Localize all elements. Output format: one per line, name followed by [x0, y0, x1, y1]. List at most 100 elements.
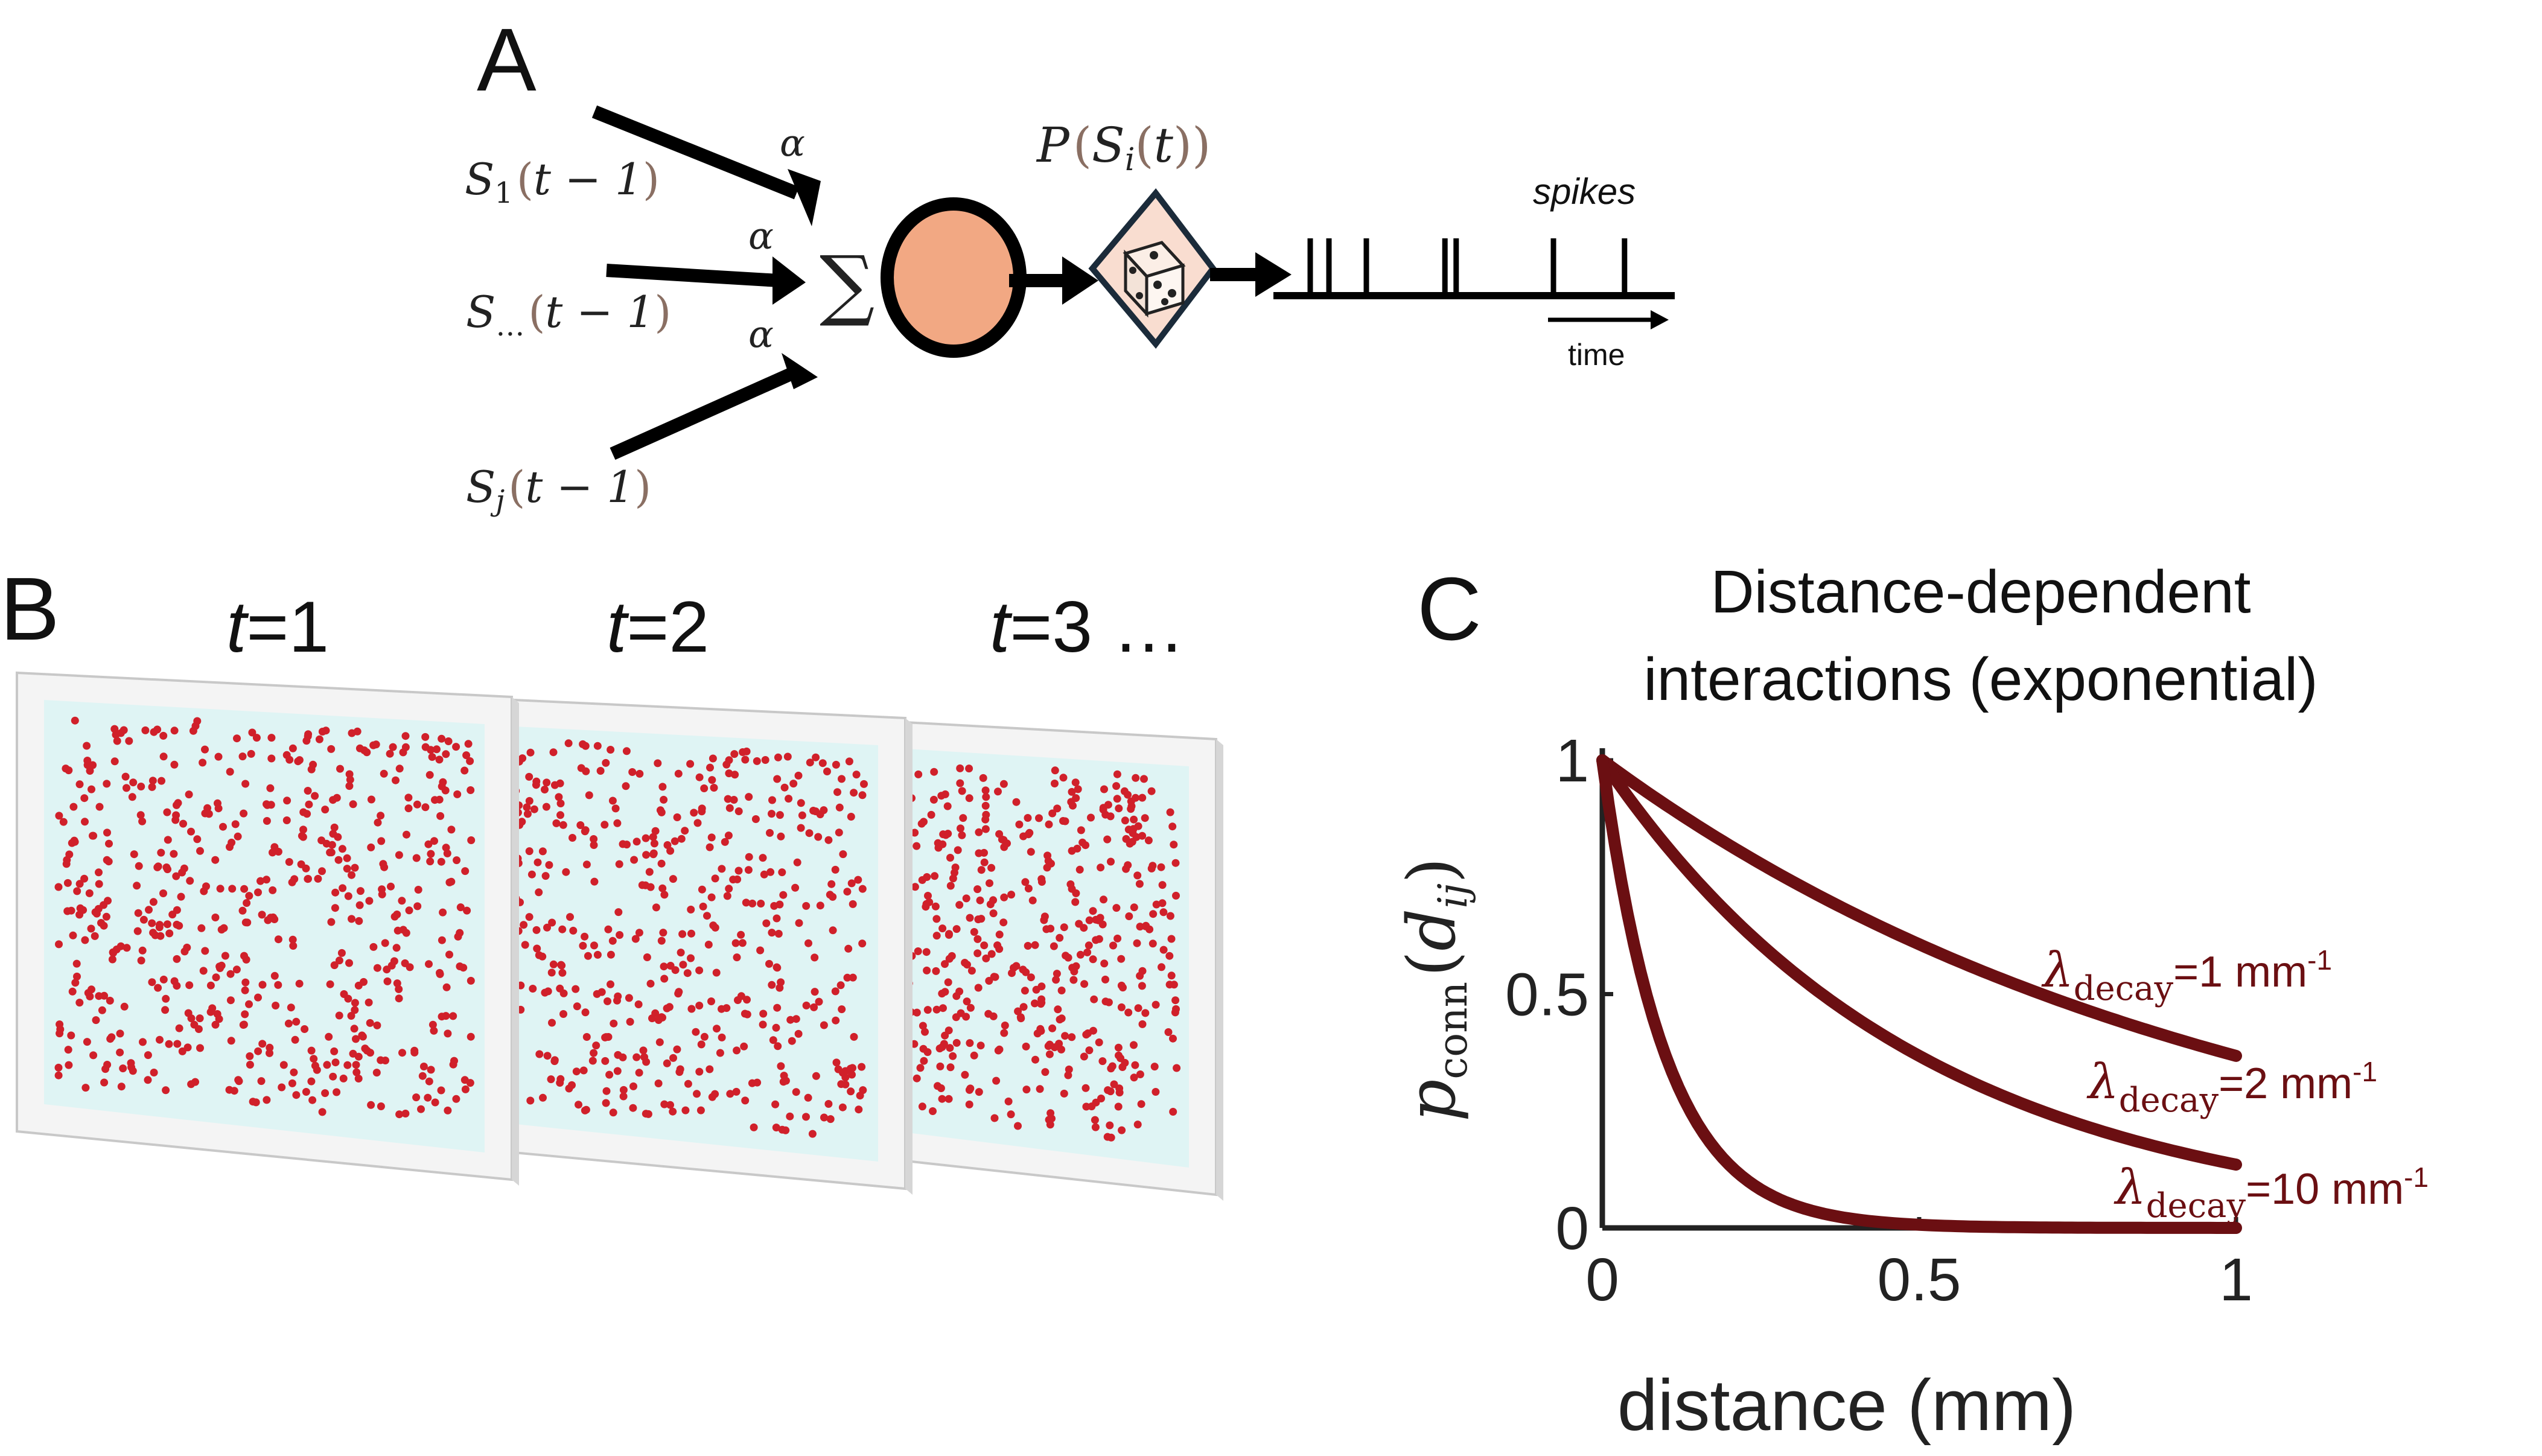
neuron-dot	[1024, 885, 1033, 892]
neuron-dot	[272, 1002, 280, 1009]
neuron-dot	[660, 974, 669, 983]
neuron-dot	[802, 1113, 810, 1121]
neuron-dot	[288, 935, 297, 944]
neuron-dot	[196, 847, 204, 855]
neuron-dot	[999, 918, 1008, 927]
neuron-dot	[677, 949, 685, 957]
neuron-dot	[986, 879, 993, 888]
arrowhead-to-spikes	[1255, 252, 1292, 297]
neuron-dot	[687, 905, 695, 914]
neuron-dot	[657, 1013, 666, 1022]
neuron-dot	[686, 760, 695, 768]
neuron-dot	[156, 1035, 164, 1044]
neuron-dot	[438, 734, 446, 743]
neuron-dot	[233, 734, 241, 743]
neuron-dot	[178, 868, 186, 877]
neuron-dot	[745, 793, 753, 801]
neuron-dot	[824, 836, 833, 844]
neuron-dot	[238, 752, 247, 761]
neuron-dot	[1112, 904, 1121, 912]
neuron-dot	[1045, 820, 1053, 828]
neuron-dot	[677, 834, 686, 843]
neuron-dot	[581, 826, 590, 834]
neuron-dot	[952, 925, 961, 933]
neuron-dot	[646, 979, 655, 988]
neuron-dot	[980, 858, 989, 866]
neuron-dot	[734, 866, 743, 875]
panel-a-letter: A	[477, 10, 537, 110]
input-line-2	[606, 264, 779, 287]
neuron-dot	[555, 793, 563, 801]
neuron-dot	[657, 859, 666, 868]
neuron-dot	[669, 1054, 677, 1062]
neuron-dot	[804, 1093, 812, 1102]
neuron-dot	[622, 747, 631, 755]
neuron-dot	[329, 796, 337, 804]
neuron-dot	[941, 960, 949, 968]
neuron-dot	[549, 748, 558, 757]
neuron-dot	[274, 981, 282, 989]
neuron-dot	[774, 930, 783, 938]
neuron-dot	[401, 732, 410, 740]
neuron-dot	[760, 870, 768, 879]
frame-edge	[905, 718, 913, 1195]
neuron-dot	[399, 926, 407, 934]
neuron-dot	[695, 1002, 704, 1009]
neuron-dot	[733, 1046, 741, 1055]
neuron-dot	[355, 901, 364, 909]
neuron-dot	[358, 1032, 367, 1041]
neuron-dot	[780, 1072, 788, 1080]
neuron-dot	[1019, 1003, 1028, 1011]
neuron-dot	[1024, 814, 1032, 822]
neuron-dot	[1099, 804, 1107, 812]
neuron-dot	[175, 1024, 183, 1032]
neuron-dot	[679, 961, 687, 969]
neuron-dot	[215, 1015, 223, 1023]
neuron-dot	[542, 803, 550, 811]
neuron-dot	[245, 1000, 253, 1008]
neuron-dot	[1098, 920, 1107, 929]
neuron-dot	[765, 959, 773, 968]
neuron-dot	[651, 1009, 660, 1017]
neuron-dot	[922, 900, 931, 908]
neuron-dot	[932, 915, 941, 923]
neuron-dot	[1166, 912, 1174, 920]
neuron-dot	[619, 1086, 628, 1094]
neuron-dot	[710, 784, 718, 792]
neuron-dot	[270, 971, 279, 980]
neuron-dot	[444, 1106, 452, 1114]
neuron-dot	[292, 1017, 301, 1026]
neuron-dot	[795, 919, 803, 927]
neuron-dot	[211, 914, 220, 921]
neuron-dot	[139, 915, 148, 924]
neuron-dot	[1135, 880, 1144, 888]
neuron-dot	[417, 1105, 425, 1113]
neuron-dot	[413, 902, 422, 911]
neuron-dot	[669, 875, 677, 883]
neuron-dot	[153, 863, 162, 871]
neuron-dot	[266, 1049, 273, 1057]
neuron-dot	[136, 811, 145, 819]
neuron-dot	[63, 856, 71, 864]
neuron-dot	[360, 978, 368, 986]
neuron-dot	[1171, 859, 1180, 867]
neuron-dot	[812, 1072, 820, 1080]
neuron-dot	[247, 749, 255, 758]
neuron-dot	[113, 737, 121, 745]
neuron-dot	[467, 786, 475, 794]
neuron-dot	[258, 911, 266, 919]
neuron-dot	[654, 759, 662, 768]
neuron-dot	[562, 868, 570, 876]
neuron-dot	[326, 848, 334, 857]
neuron-dot	[1078, 838, 1087, 847]
neuron-dot	[196, 1044, 204, 1052]
neuron-dot	[772, 963, 781, 971]
neuron-dot	[148, 978, 156, 987]
panel-c-letter: C	[1417, 559, 1482, 659]
neuron-dot	[304, 875, 312, 883]
neuron-dot	[1120, 787, 1129, 795]
neuron-dot	[708, 776, 716, 784]
neuron-dot	[1144, 836, 1153, 845]
neuron-dot	[707, 997, 715, 1005]
svg-text:pconn(dij): pconn(dij)	[1393, 857, 1476, 1122]
